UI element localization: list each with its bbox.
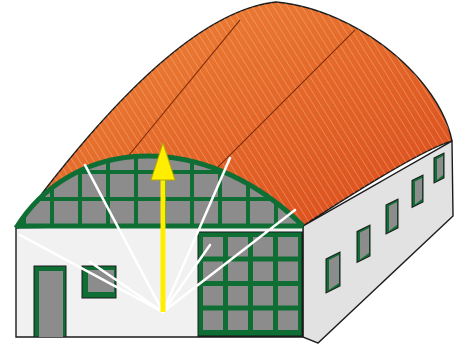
door-pane bbox=[228, 286, 248, 306]
door-pane bbox=[253, 311, 273, 331]
door-pane bbox=[278, 262, 298, 282]
door-pane bbox=[228, 262, 248, 282]
door-pane bbox=[278, 311, 298, 331]
door-pane bbox=[228, 311, 248, 331]
front-door-glass bbox=[39, 271, 63, 337]
door-pane bbox=[278, 286, 298, 306]
door-pane bbox=[203, 237, 223, 257]
door-pane bbox=[278, 237, 298, 257]
door-pane bbox=[253, 286, 273, 306]
door-pane bbox=[203, 286, 223, 306]
door-pane bbox=[253, 262, 273, 282]
door-pane bbox=[203, 311, 223, 331]
